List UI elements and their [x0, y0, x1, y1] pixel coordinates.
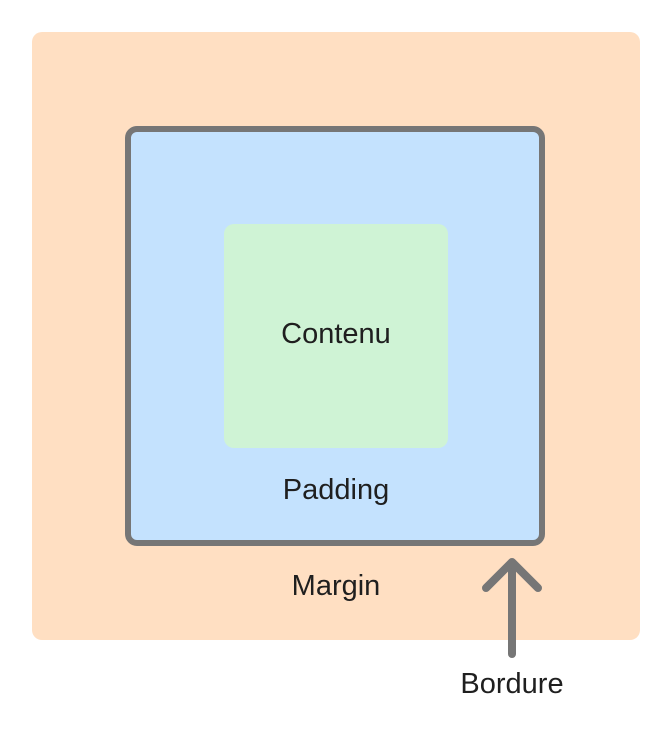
margin-label: Margin	[291, 570, 381, 602]
arrow-head	[482, 558, 542, 592]
content-label: Contenu	[281, 317, 391, 350]
arrow-up-icon	[482, 558, 542, 658]
content-area: Contenu	[224, 224, 448, 448]
border-label: Bordure	[460, 668, 564, 700]
padding-label: Padding	[282, 474, 390, 506]
